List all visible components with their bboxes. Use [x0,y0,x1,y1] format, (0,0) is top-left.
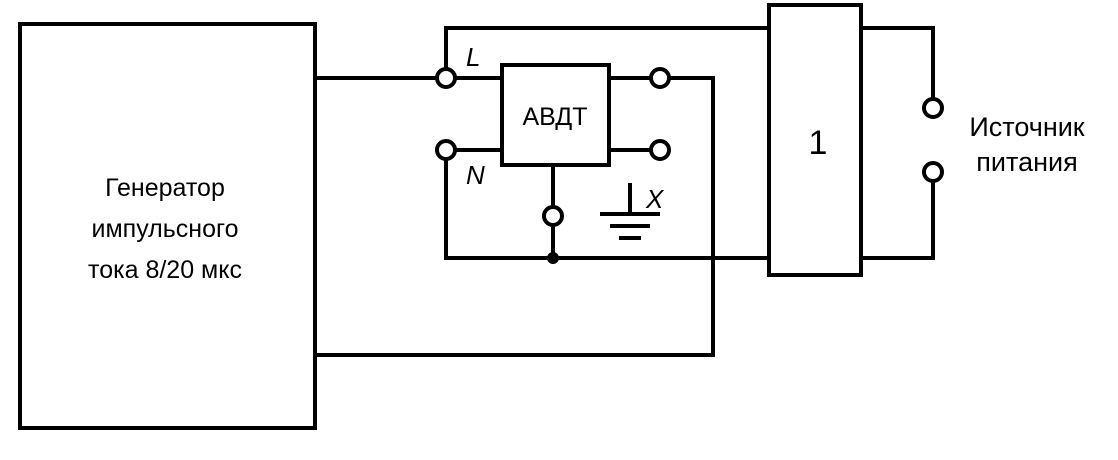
terminal-n [435,139,457,161]
terminal-x [542,205,564,227]
generator-label-line2: импульсного [92,215,239,243]
label-x: X [645,184,665,214]
label-n: N [466,160,485,190]
label-l: L [466,42,480,72]
wire-n-bottom-bus [444,156,771,260]
wire-block1-to-source-bottom [859,179,935,260]
power-source-label-line1: Источник [969,112,1084,142]
terminal-source-bottom [922,161,944,183]
terminal-l [435,67,457,89]
generator-label-line1: Генератор [105,174,225,202]
generator-label-line3: тока 8/20 мкс [88,256,242,284]
ground-icon [600,183,660,240]
terminal-source-top [922,97,944,119]
wire-l-top-bus [444,26,771,72]
generator-box [18,22,317,430]
rcbo-device: АВДТ [500,63,611,167]
block-1-box [767,3,863,277]
block-1: 1 [767,3,863,277]
power-source-label-line2: питания [976,147,1077,177]
wire-return-to-generator [313,76,715,357]
impulse-current-generator: Генератор импульсного тока 8/20 мкс [18,22,317,430]
rcbo-box [500,63,611,167]
terminal-out-bottom [649,139,671,161]
wire-block1-to-source-top [859,26,935,101]
block-1-label: 1 [809,124,828,162]
terminal-out-top [649,67,671,89]
wires [313,26,935,357]
terminals [435,67,944,227]
rcbo-label: АВДТ [522,103,587,131]
junction-dot [547,252,559,264]
